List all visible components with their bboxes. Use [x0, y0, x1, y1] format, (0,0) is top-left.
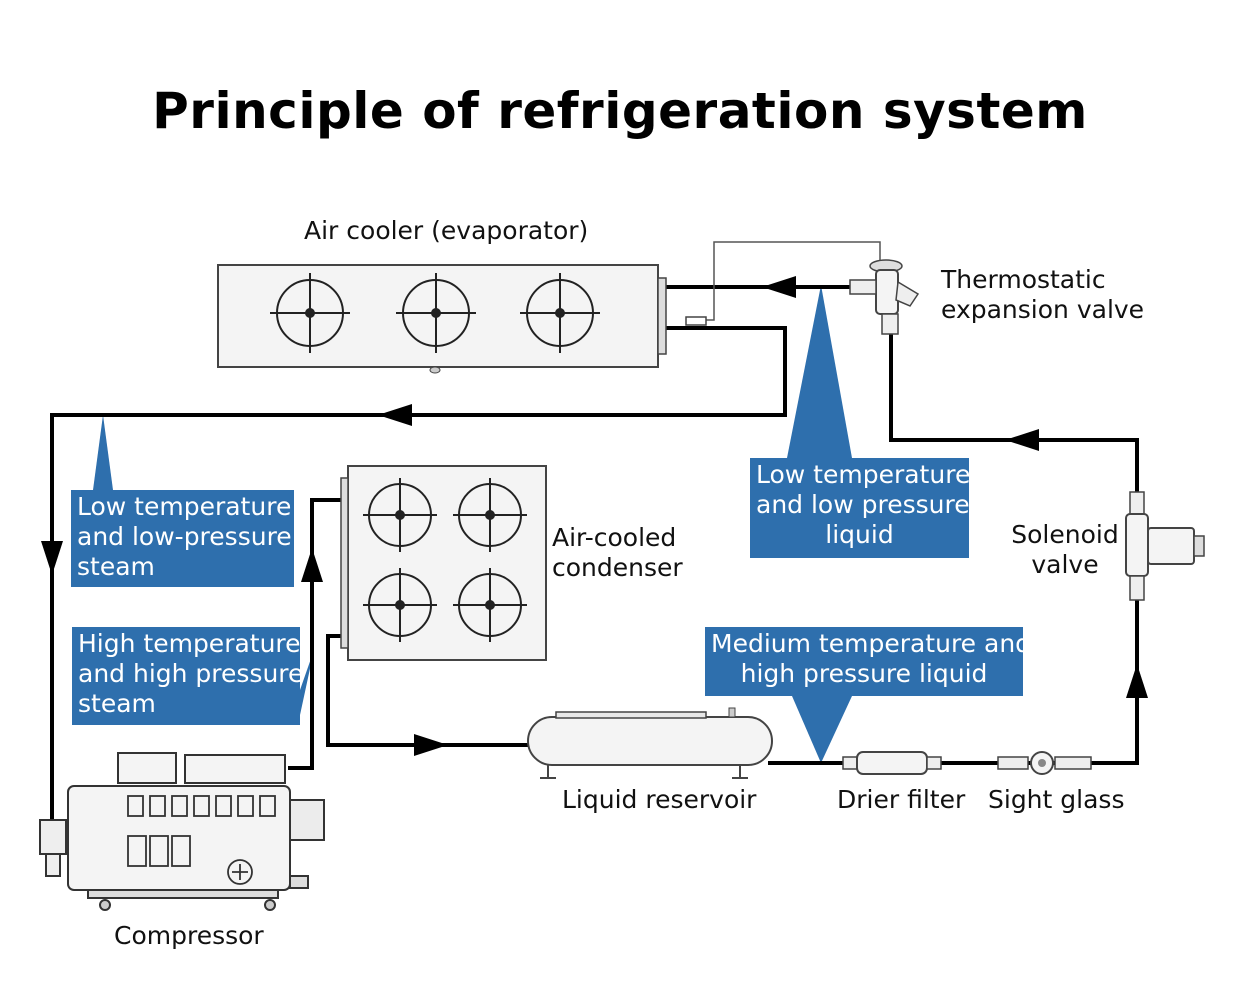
- expansion-valve-label-line-2: expansion valve: [941, 295, 1145, 324]
- evaporator-fan-3: [520, 273, 600, 353]
- evaporator-unit: [217, 264, 707, 374]
- callout-low-temp-low-pressure-steam: Low temperature and low-pressure steam: [71, 490, 294, 587]
- capillary-tube: [697, 241, 881, 321]
- callout-pointer-medium-temp-liquid: [792, 696, 852, 763]
- solenoid-valve-label-line-2: valve: [1031, 550, 1099, 579]
- flow-arrows: [41, 276, 1148, 756]
- condenser-label: Air-cooled condenser: [552, 523, 683, 583]
- discharge-pipe: [288, 498, 342, 770]
- condenser-fan-2: [453, 478, 527, 552]
- callout-low-temp-steam-line-1: Low temperature: [77, 492, 292, 521]
- condenser-fan-3: [363, 568, 437, 642]
- compressor-unit: [39, 752, 325, 911]
- callout-low-temp-liquid-line-2: and low pressure: [756, 490, 970, 519]
- evaporator-fan-2: [396, 273, 476, 353]
- condenser-label-line-1: Air-cooled: [552, 523, 677, 552]
- callout-pointer-low-temp-liquid: [787, 285, 852, 458]
- callout-high-temp-high-pressure-steam: High temperature and high pressure steam: [72, 627, 304, 725]
- condenser-fan-1: [363, 478, 437, 552]
- callout-low-temp-steam-line-3: steam: [77, 552, 155, 581]
- liquid-reservoir-label: Liquid reservoir: [562, 785, 757, 814]
- callout-low-temp-liquid-line-3: liquid: [825, 520, 894, 549]
- arrow-up-discharge: [301, 548, 323, 582]
- sight-glass-unit: [997, 751, 1092, 775]
- arrow-left-suction: [378, 404, 412, 426]
- callout-low-temp-low-pressure-liquid: Low temperature and low pressure liquid: [750, 458, 971, 558]
- evaporator-fan-1: [270, 273, 350, 353]
- callout-low-temp-steam-line-2: and low-pressure: [77, 522, 292, 551]
- callout-high-temp-steam-line-3: steam: [78, 689, 156, 718]
- callout-high-temp-steam-line-2: and high pressure: [78, 659, 304, 688]
- expansion-valve-label: Thermostatic expansion valve: [941, 265, 1144, 325]
- condenser-unit: [340, 465, 547, 661]
- solenoid-valve-unit: [1125, 491, 1205, 601]
- evaporator-label: Air cooler (evaporator): [304, 216, 589, 245]
- sight-glass-label: Sight glass: [988, 785, 1125, 814]
- callout-pointer-low-temp-steam: [93, 415, 113, 490]
- callout-medium-temp-liquid-line-2: high pressure liquid: [740, 659, 988, 688]
- condenser-label-line-2: condenser: [552, 553, 683, 582]
- solenoid-valve-label: Solenoid valve: [1010, 520, 1120, 580]
- condenser-fan-4: [453, 568, 527, 642]
- arrow-up-liquid: [1126, 664, 1148, 698]
- arrow-down-suction: [41, 541, 63, 575]
- expansion-valve-label-line-1: Thermostatic: [941, 265, 1106, 294]
- arrow-left-liquid-upper: [1005, 429, 1039, 451]
- arrow-right-receiver: [414, 734, 448, 756]
- compressor-label: Compressor: [114, 921, 264, 950]
- arrow-left-evaporator-inlet: [762, 276, 796, 298]
- callout-medium-temp-high-pressure-liquid: Medium temperature and high pressure liq…: [705, 627, 1032, 696]
- diagram-title: Principle of refrigeration system: [152, 82, 1088, 140]
- liquid-reservoir-unit: [527, 707, 773, 779]
- expansion-valve-unit: [849, 259, 920, 335]
- callout-high-temp-steam-line-1: High temperature: [78, 629, 301, 658]
- drier-filter-label: Drier filter: [837, 785, 966, 814]
- solenoid-valve-label-line-1: Solenoid: [1011, 520, 1119, 549]
- callout-medium-temp-liquid-line-1: Medium temperature and: [711, 629, 1032, 658]
- callout-low-temp-liquid-line-1: Low temperature: [756, 460, 971, 489]
- drier-filter-unit: [842, 751, 942, 775]
